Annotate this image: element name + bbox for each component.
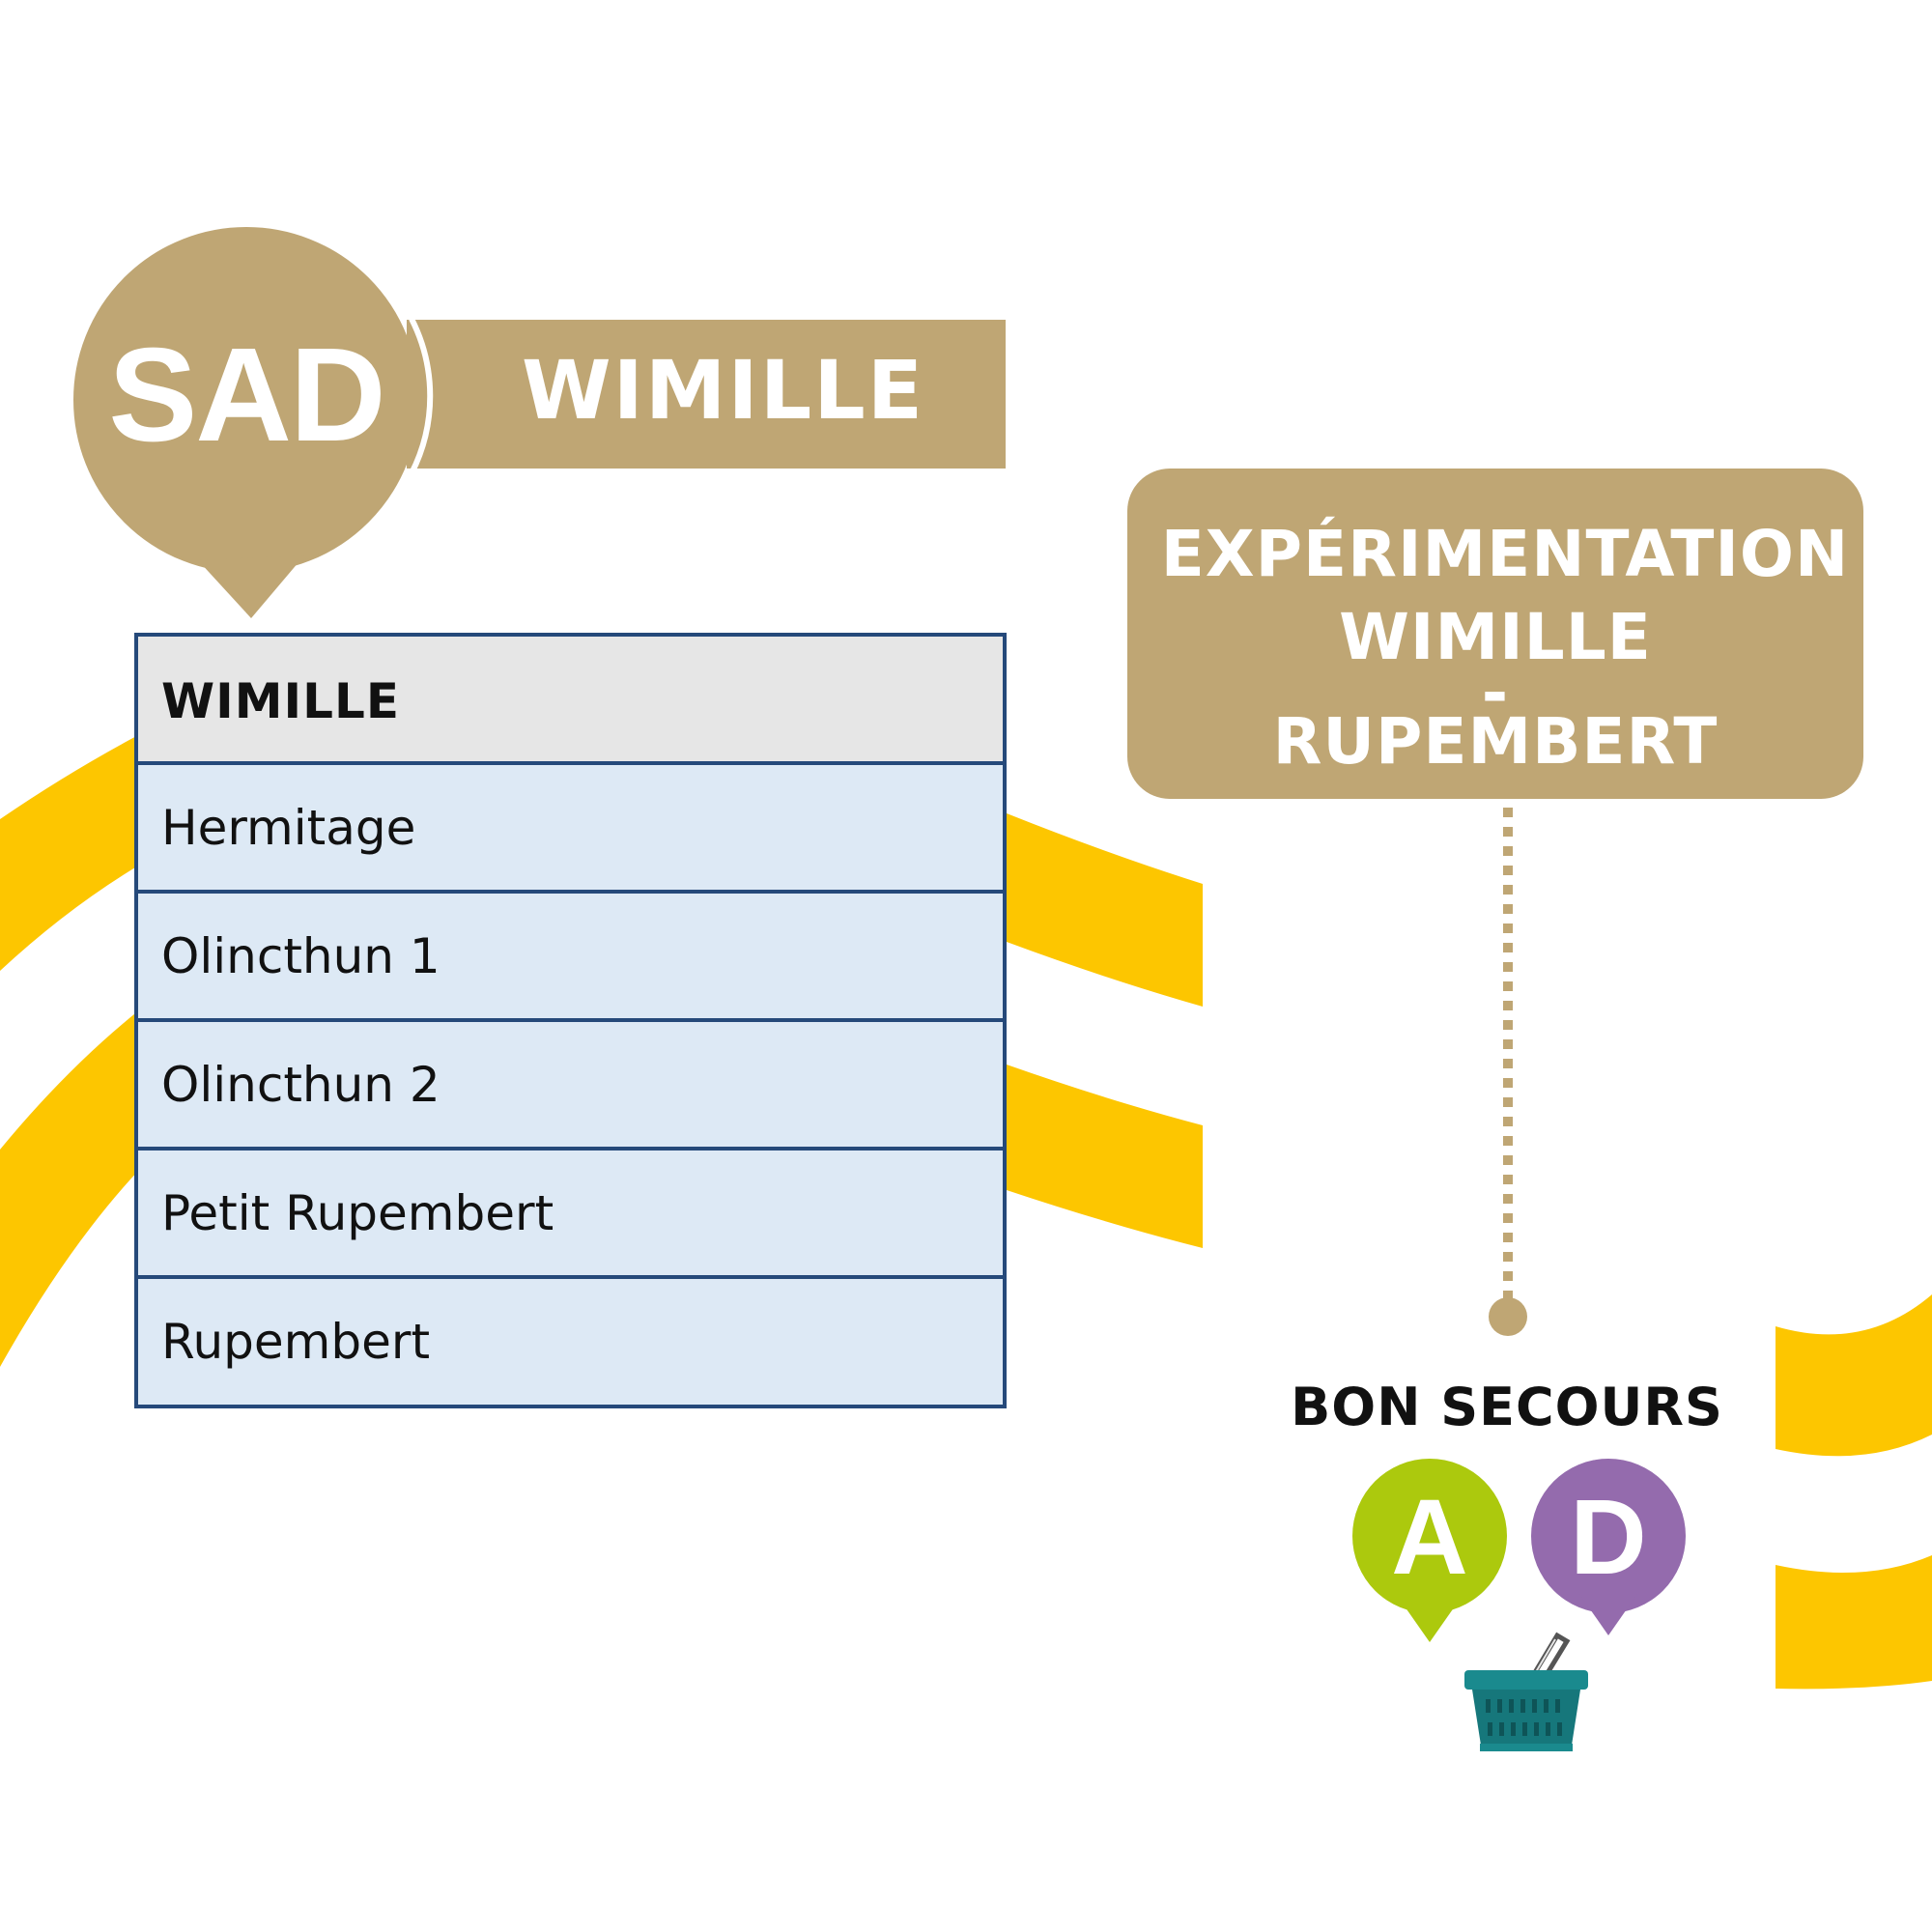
shopping-basket-icon <box>1464 1632 1588 1751</box>
sad-label: SAD <box>108 321 385 469</box>
experiment-line-wimille: WIMILLE <box>1339 600 1652 674</box>
sector-title: WIMILLE <box>522 343 925 438</box>
table-header: WIMILLE <box>138 637 1003 765</box>
sector-title-bar <box>407 320 1006 469</box>
connector-endpoint <box>1489 1297 1527 1336</box>
pin-outline <box>409 317 434 475</box>
table-row: Olincthun 2 <box>138 1018 1003 1147</box>
table-row: Rupembert <box>138 1275 1003 1404</box>
destination-name: BON SECOURS <box>1291 1377 1723 1437</box>
badge-a-letter: A <box>1391 1478 1468 1597</box>
badge-d-icon <box>1531 1459 1686 1635</box>
experiment-dash: - <box>1481 656 1510 730</box>
zones-table: WIMILLE Hermitage Olincthun 1 Olincthun … <box>134 633 1007 1408</box>
connector-dotted-line <box>1503 808 1513 1310</box>
table-row: Olincthun 1 <box>138 890 1003 1018</box>
service-badges <box>1352 1459 1686 1642</box>
table-row: Petit Rupembert <box>138 1147 1003 1275</box>
experiment-box: EXPÉRIMENTATION WIMILLE - RUPEMBERT <box>1127 469 1863 799</box>
experiment-title: EXPÉRIMENTATION <box>1160 517 1850 591</box>
table-row: Hermitage <box>138 761 1003 890</box>
badge-d-letter: D <box>1570 1478 1647 1597</box>
experiment-line-rupembert: RUPEMBERT <box>1272 704 1719 779</box>
badge-a-icon <box>1352 1459 1507 1642</box>
